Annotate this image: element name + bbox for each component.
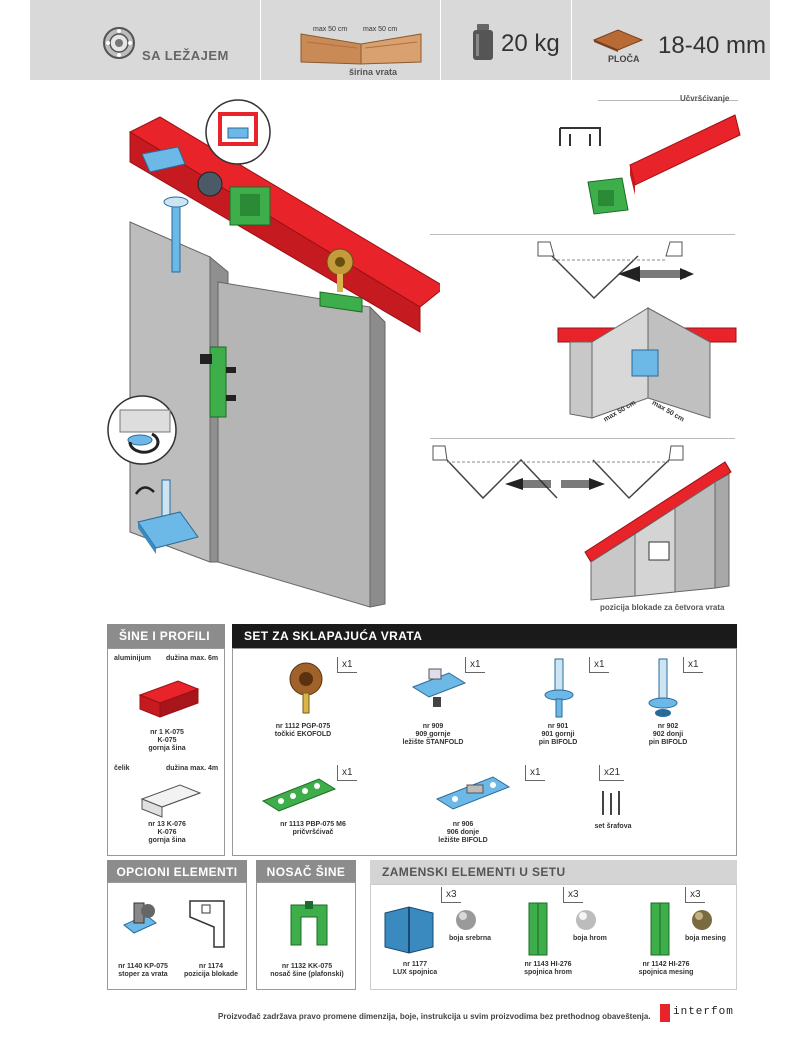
divider-line xyxy=(598,100,738,101)
brand-logo: interfom xyxy=(660,1004,740,1024)
lock-position-caption: pozicija blokade za četvora vrata xyxy=(600,603,725,612)
brand-mark xyxy=(660,1004,670,1022)
bottom-bearing-image xyxy=(435,776,511,810)
replacement-section-title: ZAMENSKI ELEMENTI U SETU xyxy=(370,860,737,884)
width-right-label: max 50 cm xyxy=(363,26,398,33)
color-label: boja mesing xyxy=(685,935,726,942)
chrome-color-swatch xyxy=(576,910,596,930)
fold-diagram-four-doors xyxy=(432,445,732,601)
holder-section-title: NOSAČ ŠINE xyxy=(256,860,356,884)
wood-panels-icon xyxy=(300,33,422,65)
fixing-plate-image xyxy=(261,778,337,812)
weight-icon xyxy=(473,24,493,60)
lux-connector-image xyxy=(384,906,434,954)
fold-diagram-two-doors xyxy=(537,241,737,419)
screws-image xyxy=(602,791,620,815)
qty-badge: x1 xyxy=(683,657,703,673)
top-bearing-image xyxy=(411,668,467,707)
aluminium-label: aluminijum xyxy=(114,655,151,662)
qty-badge: x1 xyxy=(525,765,545,781)
aluminium-length: dužina max. 6m xyxy=(166,655,219,662)
footer-disclaimer: Proizvođač zadržava pravo promene dimenz… xyxy=(218,1012,651,1021)
top-pin-image xyxy=(544,658,574,718)
rail-k076-image xyxy=(140,784,202,818)
qty-badge: x1 xyxy=(337,657,357,673)
steel-length: dužina max. 4m xyxy=(166,765,219,772)
bearing-label: SA LEŽAJEM xyxy=(142,48,229,63)
item-caption: set šrafova xyxy=(594,823,632,830)
rails-section-title: ŠINE I PROFILI xyxy=(107,624,225,648)
door-width-cell: max 50 cm max 50 cm širina vrata xyxy=(261,0,422,80)
set-section-title: SET ZA SKLAPAJUĆA VRATA xyxy=(232,624,737,648)
trolley-wheel-image xyxy=(289,662,323,714)
qty-badge: x3 xyxy=(685,887,705,903)
main-assembly-illustration xyxy=(107,99,440,608)
thickness-value: 18-40 mm xyxy=(658,32,767,59)
color-label: boja hrom xyxy=(573,935,607,942)
rail-holder-image xyxy=(290,901,328,946)
width-caption: širina vrata xyxy=(349,67,398,77)
bottom-pin-image xyxy=(648,658,678,717)
header-bar: SA LEŽAJEM max 50 cm max 50 cm širina vr… xyxy=(30,0,770,80)
door-stopper-image xyxy=(123,902,157,934)
qty-badge: x21 xyxy=(599,765,625,781)
qty-badge: x1 xyxy=(337,765,357,781)
qty-badge: x3 xyxy=(441,887,461,903)
fixing-label: Učvršćivanje xyxy=(680,94,730,103)
board-icon xyxy=(592,29,644,52)
brand-name: interfom xyxy=(673,1006,734,1018)
qty-badge: x1 xyxy=(465,657,485,673)
qty-badge: x1 xyxy=(589,657,609,673)
bearing-cell: SA LEŽAJEM xyxy=(30,0,260,80)
chrome-connector-image xyxy=(528,902,548,956)
bearing-icon xyxy=(103,27,135,59)
rail-k075-image xyxy=(138,680,200,718)
steel-label: čelik xyxy=(114,765,130,772)
lock-position-image xyxy=(189,900,225,948)
weight-value: 20 kg xyxy=(501,30,560,57)
optional-section-title: OPCIONI ELEMENTI xyxy=(107,860,247,884)
width-left-label: max 50 cm xyxy=(313,26,348,33)
brass-color-swatch xyxy=(692,910,712,930)
brass-connector-image xyxy=(650,902,670,956)
divider-line xyxy=(430,234,735,235)
weight-cell: 20 kg xyxy=(441,0,571,80)
color-label: boja srebrna xyxy=(449,935,492,942)
board-cell: PLOČA 18-40 mm xyxy=(572,0,770,80)
fixing-diagram xyxy=(559,114,741,215)
silver-color-swatch xyxy=(456,910,476,930)
qty-badge: x3 xyxy=(563,887,583,903)
divider-line xyxy=(430,438,735,439)
board-label: PLOČA xyxy=(608,54,640,64)
